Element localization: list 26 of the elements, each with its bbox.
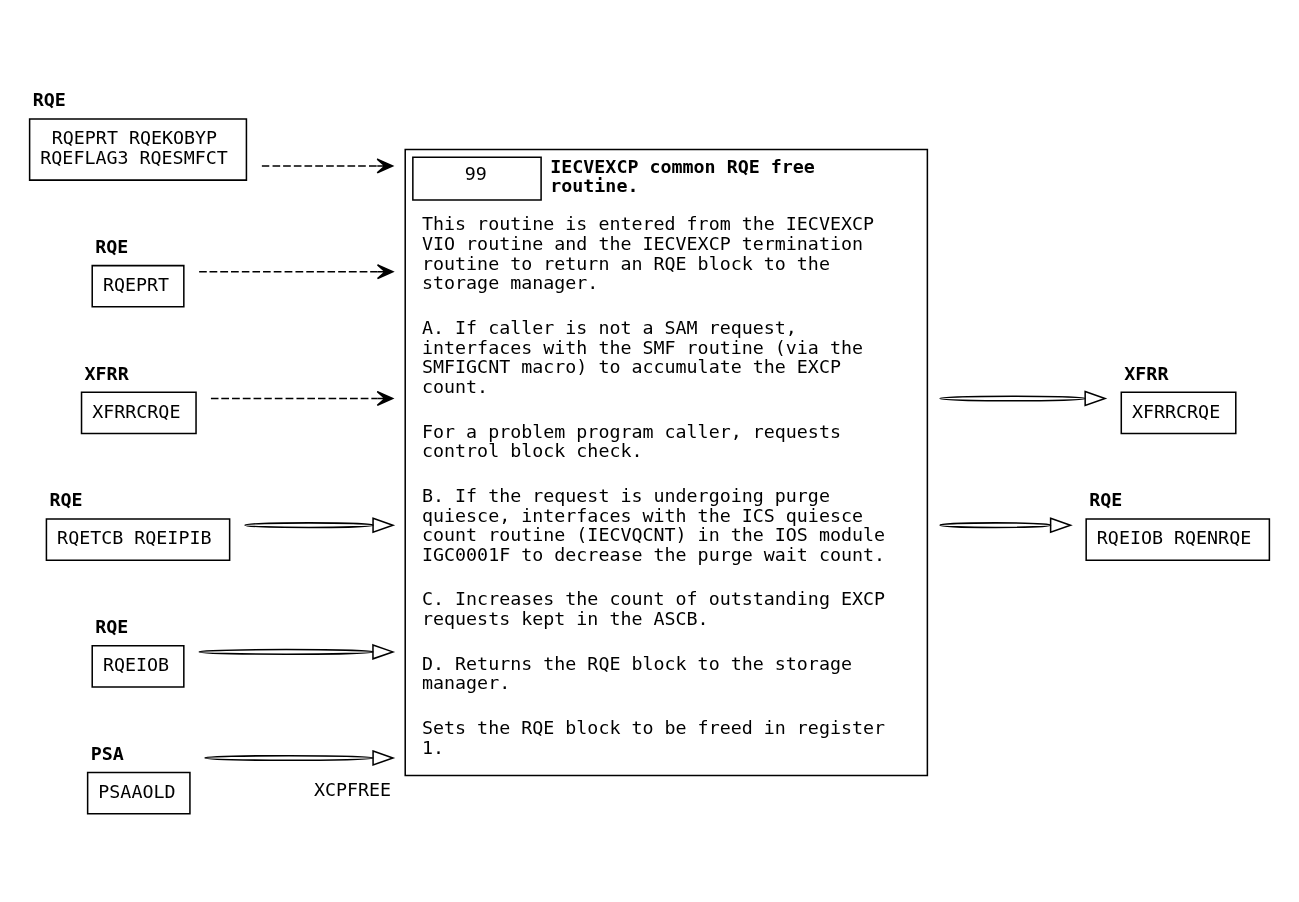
node-box: PSAAOLD (86, 771, 191, 814)
node-label: RQE (32, 88, 66, 110)
arrow (210, 390, 394, 406)
node-label: RQE (1089, 488, 1123, 510)
node-box: RQEPRT (91, 264, 185, 308)
node-box: RQEIOB (91, 644, 185, 688)
node-box: 99 IECVEXCP common RQE free routine. This routine is entered from the IECVEXCP VIO routine and the IECVEXCP termination routine to return an RQE block to the storage manager. A. If caller is not a SAM request, interfaces with the SMF routine (via the SMFIGCNT macro) to accumulate the EXCP count. For a problem program caller, requests control block check. B. If the request is undergoing purge quiesce, interfaces with the ICS quiesce count routine (IECVQCNT) in the IOS module IGC0001F to decrease the purge wait count. C. Increases the count of outstanding EXCP requests kept in the ASCB. D. Returns the RQE block to the storage manager. Sets the RQE block to be freed in register 1. (404, 148, 929, 776)
node-label: PSA (90, 742, 124, 764)
node-label: RQE (95, 615, 129, 637)
arrow (939, 389, 1108, 406)
arrow (198, 263, 394, 279)
node-label: XFRR (1124, 362, 1169, 384)
node-label: RQE (95, 235, 129, 257)
node-label: XCPFREE (313, 778, 392, 800)
arrow (939, 516, 1073, 533)
node-label: RQE (49, 488, 83, 510)
arrow (261, 157, 394, 174)
node-box: RQETCB RQEIPIB (45, 517, 231, 561)
node-box: XFRRCRQE (1120, 391, 1237, 434)
arrow (204, 749, 396, 766)
arrow (198, 643, 396, 660)
node-label: XFRR (84, 362, 129, 384)
node-box: RQEIOB RQENRQE (1085, 517, 1271, 561)
arrow (244, 516, 396, 533)
node-box: XFRRCRQE (80, 391, 197, 434)
node-box: RQEPRT RQEKOBYP RQEFLAG3 RQESMFCT (28, 117, 248, 181)
